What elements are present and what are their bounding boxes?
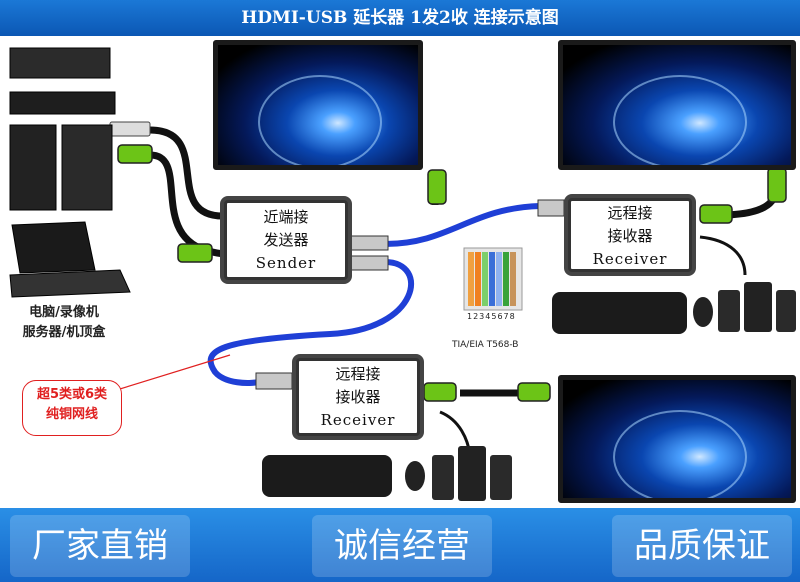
source-label: 电脑/录像机 服务器/机顶盒 (6, 303, 122, 343)
rj45-wiring-icon (463, 247, 523, 311)
hdmi-cable-source (149, 151, 227, 258)
cable-note-line-2: 纯铜网线 (45, 407, 98, 422)
monitor-1 (213, 40, 423, 170)
receiver-right-line-2: 接收器 (607, 227, 653, 245)
receiver-right-line-3: Receiver (592, 250, 668, 268)
rj45-plug-icon (347, 255, 389, 271)
peripherals-right-icon (552, 282, 796, 334)
source-label-line-2: 服务器/机顶盒 (22, 325, 106, 340)
slogan-left: 厂家直销 (10, 515, 190, 577)
rj45-standard-label: TIA/EIA T568-B (452, 340, 519, 350)
usb-cable-source (149, 126, 226, 220)
network-cable-bottom (207, 259, 414, 386)
monitor-3 (558, 375, 796, 503)
receiver-right-box: 远程接 接收器 Receiver (568, 198, 692, 272)
usb-plug-icon (109, 121, 151, 137)
diagram-title: HDMI-USB 延长器 1发2收 连接示意图 (0, 0, 800, 36)
sender-box: 近端接 发送器 Sender (224, 200, 348, 280)
receiver-bottom-box: 远程接 接收器 Receiver (296, 358, 420, 436)
hdmi-connector-icon (177, 243, 213, 263)
sender-line-2: 发送器 (263, 231, 309, 249)
network-cable-right (384, 203, 541, 247)
hdmi-connector-icon (517, 382, 551, 402)
slogan-right: 品质保证 (612, 515, 792, 577)
sender-line-3: Sender (255, 254, 317, 272)
footer-bar (0, 508, 800, 582)
rj45-plug-icon (347, 235, 389, 251)
hdmi-connector-icon (423, 382, 457, 402)
source-devices-icon (9, 47, 131, 298)
receiver-bottom-line-1: 远程接 (335, 365, 381, 383)
monitor-2 (558, 40, 796, 170)
hdmi-connector-icon (117, 144, 153, 164)
slogan-center: 诚信经营 (312, 515, 492, 577)
source-label-line-1: 电脑/录像机 (29, 305, 99, 320)
cable-note: 超5类或6类 纯铜网线 (22, 380, 122, 436)
hdmi-connector-icon (699, 204, 733, 224)
cable-note-line-1: 超5类或6类 (36, 387, 108, 402)
hdmi-connector-icon (767, 167, 787, 203)
audio-cable-right (699, 235, 747, 276)
callout-pointer (109, 354, 231, 393)
receiver-bottom-line-2: 接收器 (335, 388, 381, 406)
rj45-pin-numbers: 12345678 (467, 312, 516, 321)
sender-line-1: 近端接 (263, 208, 309, 226)
hdmi-connector-icon (427, 169, 447, 205)
rj45-plug-icon (255, 372, 293, 390)
rj45-plug-icon (537, 199, 565, 217)
receiver-right-line-1: 远程接 (607, 204, 653, 222)
peripherals-bottom-icon (262, 446, 512, 501)
receiver-bottom-line-3: Receiver (320, 411, 396, 429)
